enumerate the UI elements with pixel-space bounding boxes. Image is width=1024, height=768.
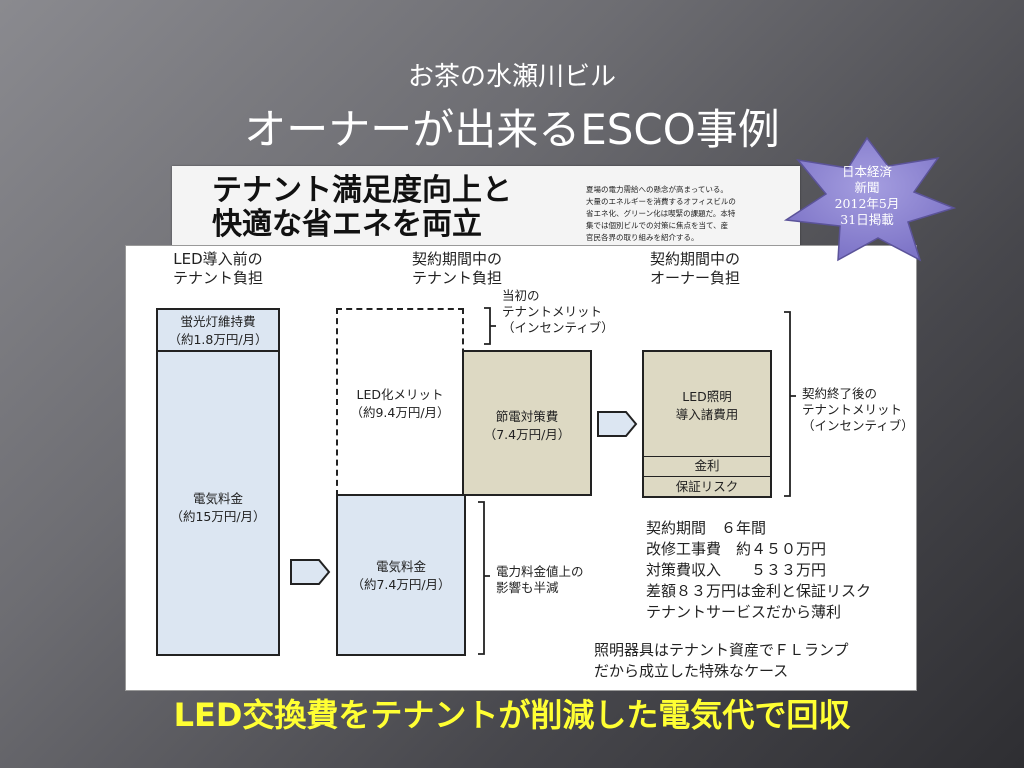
initial-merit-note: 当初の テナントメリット （インセンティブ） xyxy=(502,288,614,336)
led-install-cost-box: LED照明 導入諸費用 金利 保証リスク xyxy=(642,350,772,498)
clipping-body-line: 集では個別ビルでの対策に焦点を当て、産 xyxy=(586,221,729,230)
label-line: LED化メリット xyxy=(356,387,444,402)
col3-header-line1: 契約期間中の xyxy=(649,250,740,268)
electricity-before-box: 電気料金 （約15万円/月） xyxy=(156,350,280,656)
badge-text: 日本経済 新聞 2012年5月 31日掲載 xyxy=(778,164,956,228)
col3-header-line2: オーナー負担 xyxy=(649,269,740,287)
note-line: （インセンティブ） xyxy=(802,418,914,433)
clipping-headline-line1: テナント満足度向上と xyxy=(212,173,512,208)
note-line: テナントメリット xyxy=(502,304,603,319)
interest-label: 金利 xyxy=(694,458,720,473)
info-line: だから成立した特殊なケース xyxy=(594,662,789,680)
info-line: 改修工事費 約４５０万円 xyxy=(646,540,827,558)
clipping-body-line: 大量のエネルギーを消費するオフィスビルの xyxy=(586,197,736,206)
col2-header: 契約期間中の テナント負担 xyxy=(392,250,522,288)
badge-line: 日本経済 xyxy=(841,164,892,179)
price-rise-note: 電力料金値上の 影響も半減 xyxy=(496,564,584,596)
clipping-body-line: 夏場の電力需給への懸念が高まっている。 xyxy=(586,185,728,194)
clipping-headline-line2: 快適な省エネを両立 xyxy=(212,207,482,242)
energy-saving-fee-label: 節電対策費 （7.4万円/月） xyxy=(464,408,590,444)
badge-line: 新聞 xyxy=(854,180,880,195)
info-line: 対策費収入 ５３３万円 xyxy=(646,561,827,579)
label-line: 節電対策費 xyxy=(495,409,559,424)
interest-row: 金利 xyxy=(644,456,770,475)
electricity-during-label: 電気料金 （約7.4万円/月） xyxy=(338,558,464,594)
led-merit-label: LED化メリット （約9.4万円/月） xyxy=(338,386,462,422)
clipping-headline: テナント満足度向上と 快適な省エネを両立 xyxy=(212,174,512,242)
electricity-before-label: 電気料金 （約15万円/月） xyxy=(158,490,278,526)
after-contract-note: 契約終了後の テナントメリット （インセンティブ） xyxy=(802,386,914,434)
diagram-panel: LED導入前の テナント負担 契約期間中の テナント負担 契約期間中の オーナー… xyxy=(125,245,917,691)
note-line: 当初の xyxy=(502,288,540,303)
label-line: （7.4万円/月） xyxy=(483,427,571,442)
note-line: テナントメリット xyxy=(802,402,903,417)
label-line: 電気料金 xyxy=(192,491,243,506)
label-line: 導入諸費用 xyxy=(675,407,739,422)
diagram-connectors xyxy=(290,307,796,655)
slide-subtitle: お茶の水瀬川ビル xyxy=(407,62,616,92)
electricity-during-box: 電気料金 （約7.4万円/月） xyxy=(336,494,466,656)
clipping-body-line: 省エネ化、グリーン化は喫緊の課題だ。本特 xyxy=(586,209,736,218)
col1-header-line1: LED導入前の xyxy=(173,250,263,268)
slide-title: オーナーが出来るESCO事例 xyxy=(244,105,780,154)
info-line: 照明器具はテナント資産でＦＬランプ xyxy=(594,641,849,659)
note-line: 影響も半減 xyxy=(496,580,559,595)
label-line: （約9.4万円/月） xyxy=(350,405,450,420)
fluorescent-maintenance-box: 蛍光灯維持費 （約1.8万円/月） xyxy=(156,308,280,352)
label-line: LED照明 xyxy=(682,389,732,404)
brace-initial-merit xyxy=(484,307,496,345)
led-merit-box: LED化メリット （約9.4万円/月） xyxy=(336,308,464,496)
arrow-right-icon xyxy=(290,559,331,585)
note-line: （インセンティブ） xyxy=(502,320,614,335)
energy-saving-fee-box: 節電対策費 （7.4万円/月） xyxy=(462,350,592,496)
label-line: （約15万円/月） xyxy=(170,509,266,524)
badge-star-icon xyxy=(783,136,956,262)
risk-row: 保証リスク xyxy=(644,476,770,497)
risk-label: 保証リスク xyxy=(675,479,739,494)
note-line: 電力料金値上の xyxy=(496,564,584,579)
label-line: （約7.4万円/月） xyxy=(351,577,451,592)
arrow-right-icon xyxy=(597,411,638,437)
info-line: 契約期間 ６年間 xyxy=(646,519,767,537)
badge-line: 31日掲載 xyxy=(840,212,894,227)
brace-after-contract xyxy=(784,311,796,497)
label-line: 電気料金 xyxy=(375,559,426,574)
note-line: 契約終了後の xyxy=(802,386,878,401)
lighting-info: 照明器具はテナント資産でＦＬランプ だから成立した特殊なケース xyxy=(594,640,849,682)
col2-header-line2: テナント負担 xyxy=(411,269,502,287)
led-install-cost-label: LED照明 導入諸費用 xyxy=(644,388,770,424)
col2-header-line1: 契約期間中の xyxy=(411,250,502,268)
newspaper-clipping: テナント満足度向上と 快適な省エネを両立 夏場の電力需給への懸念が高まっている。… xyxy=(172,166,800,250)
fluorescent-maintenance-label: 蛍光灯維持費 （約1.8万円/月） xyxy=(158,313,278,349)
clipping-body: 夏場の電力需給への懸念が高まっている。 大量のエネルギーを消費するオフィスビルの… xyxy=(586,184,786,244)
slide-footer: LED交換費をテナントが削減した電気代で回収 xyxy=(173,696,851,734)
clipping-body-line: 官民各界の取り組みを紹介する。 xyxy=(586,233,699,242)
badge-line: 2012年5月 xyxy=(834,196,900,211)
label-line: 蛍光灯維持費 xyxy=(180,314,256,329)
col1-header-line2: テナント負担 xyxy=(172,269,263,287)
label-line: （約1.8万円/月） xyxy=(168,332,268,347)
contract-info: 契約期間 ６年間 改修工事費 約４５０万円 対策費収入 ５３３万円 差額８３万円… xyxy=(646,518,871,623)
info-line: 差額８３万円は金利と保証リスク xyxy=(646,582,872,600)
col1-header: LED導入前の テナント負担 xyxy=(158,250,278,288)
info-line: テナントサービスだから薄利 xyxy=(646,603,842,621)
col3-header: 契約期間中の オーナー負担 xyxy=(630,250,760,288)
brace-price-rise xyxy=(478,501,490,655)
